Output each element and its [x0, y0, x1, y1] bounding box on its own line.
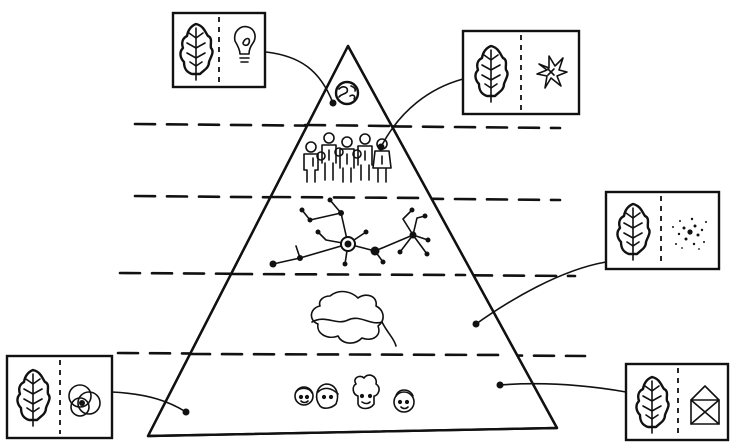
card-house — [626, 364, 728, 440]
card-spark — [463, 31, 579, 114]
connector-dot — [330, 100, 337, 107]
connector-dot — [497, 382, 504, 389]
card-rings — [7, 356, 112, 438]
card-idea — [173, 13, 265, 87]
separator-line — [305, 125, 390, 126]
connector-dot — [378, 144, 385, 151]
card-scatter — [606, 192, 719, 269]
connector-dot — [473, 321, 480, 328]
separator-line — [232, 274, 465, 275]
connector-dot — [183, 409, 190, 416]
